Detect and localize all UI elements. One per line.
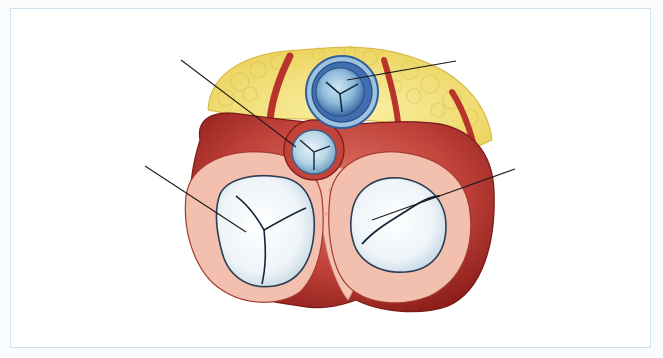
- mitral-valve: [329, 152, 471, 303]
- pulmonary-valve: [306, 56, 378, 128]
- aortic-valve: [284, 120, 344, 180]
